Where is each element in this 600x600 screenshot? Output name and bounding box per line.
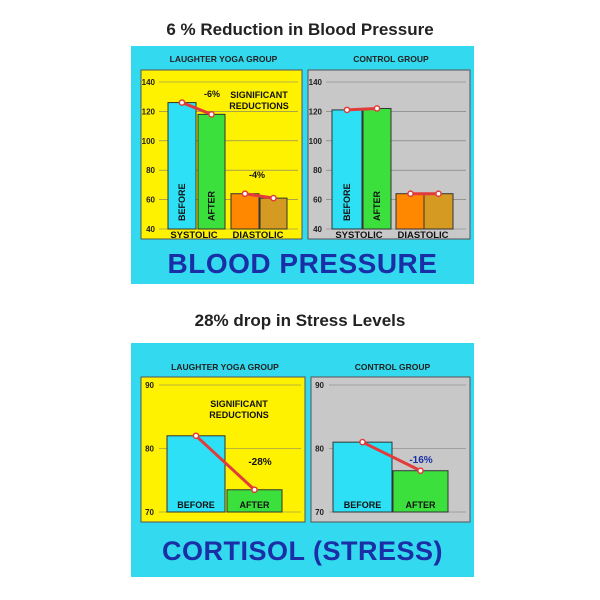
co-g0-change-marker — [192, 432, 200, 440]
bp-g1-group-label: CONTROL GROUP — [353, 54, 429, 64]
co-g1-group-label: CONTROL GROUP — [355, 362, 431, 372]
bp-g1-sys-change-marker — [373, 105, 381, 112]
bp-g1-y-tick: 80 — [313, 166, 322, 175]
bp-g0-note: REDUCTIONS — [229, 101, 289, 111]
bp-g1-bar — [395, 193, 426, 230]
blood-pressure-title: 6 % Reduction in Blood Pressure — [166, 20, 434, 39]
bp-g0-category-label: SYSTOLIC — [170, 230, 217, 241]
co-g0-group-label: LAUGHTER YOGA GROUP — [171, 362, 279, 372]
bp-g0-sys-change-marker — [208, 110, 215, 118]
bp-g1-category-label: DIASTOLIC — [397, 230, 448, 241]
co-g0-annotation: -28% — [248, 457, 271, 468]
stress-title: 28% drop in Stress Levels — [194, 311, 406, 330]
bp-g0-dia-change-marker — [241, 190, 249, 198]
co-g0-change-line — [194, 434, 256, 491]
bp-g0-bar — [230, 193, 260, 230]
bp-g0-y-tick: 140 — [142, 78, 156, 87]
bp-g0-dia-change-marker — [270, 194, 277, 202]
bp-g0-dia-change-line — [244, 192, 274, 200]
co-g0-note: REDUCTIONS — [209, 410, 269, 420]
co-g1-y-tick: 70 — [315, 508, 324, 517]
bp-g1-y-tick: 140 — [309, 78, 323, 87]
bp-g1-sys-change-line — [346, 106, 378, 112]
bp-g0-category-label: DIASTOLIC — [232, 230, 283, 241]
bp-g1-dia-change-marker — [407, 190, 414, 198]
co-g0-note: SIGNIFICANT — [210, 399, 268, 409]
blood-pressure-footer: BLOOD PRESSURE — [167, 248, 438, 279]
bp-g0-y-tick: 120 — [142, 107, 156, 116]
cortisol-chart: LAUGHTER YOGA GROUP 90 80 70 BEFORE AFTER SIGN… — [140, 362, 471, 523]
co-g0-y-tick: 70 — [145, 508, 154, 517]
bp-g0-sys-change-line — [181, 101, 213, 116]
bp-g0-annotation: -6% — [204, 89, 220, 99]
bp-g0-annotation: -4% — [249, 170, 265, 180]
co-g1-y-tick: 80 — [315, 445, 324, 454]
co-g1-change-marker — [417, 467, 424, 475]
bp-g0-y-tick: 80 — [146, 166, 155, 175]
bp-g0-bar — [167, 102, 197, 230]
blood-pressure-panel: LAUGHTER YOGA GROUP 140 120 100 80 60 40 BEFORE… — [131, 46, 474, 284]
co-g0-y-tick: 90 — [145, 381, 154, 390]
bp-g1-bar — [423, 193, 454, 230]
bp-g0-sys-change-marker — [178, 99, 186, 106]
bp-g1-dia-change-marker — [435, 190, 442, 198]
blood-pressure-chart: LAUGHTER YOGA GROUP 140 120 100 80 60 40 BEFORE… — [140, 54, 471, 241]
co-g1-bar-label: BEFORE — [344, 500, 382, 510]
co-g1-annotation: -16% — [409, 455, 432, 466]
bp-g1-bar-label: BEFORE — [342, 183, 352, 221]
bp-g1-bar-label: AFTER — [372, 191, 382, 221]
bp-g1-bar — [331, 109, 363, 230]
co-g0-bar-label: AFTER — [240, 500, 270, 510]
co-g1-change-line — [361, 440, 422, 473]
bp-g1-category-label: SYSTOLIC — [335, 230, 382, 241]
bp-g1-y-tick: 120 — [309, 107, 323, 116]
bp-g0-bar — [197, 113, 226, 230]
bp-g0-y-tick: 60 — [146, 196, 155, 205]
bp-g0-y-tick: 40 — [146, 225, 155, 234]
bp-g1-sys-change-marker — [343, 106, 351, 114]
bp-g1-y-tick: 60 — [313, 196, 322, 205]
bp-g1-y-tick: 100 — [309, 137, 323, 146]
bp-g1-y-tick: 40 — [313, 225, 322, 234]
bp-g1-bar — [362, 107, 392, 230]
bp-g0-note: SIGNIFICANT — [230, 90, 288, 100]
cortisol-panel: LAUGHTER YOGA GROUP 90 80 70 BEFORE AFTER SIGN… — [131, 343, 474, 577]
co-g0-y-tick: 80 — [145, 445, 154, 454]
bp-g0-bar-label: BEFORE — [177, 183, 187, 221]
co-g1-change-marker — [359, 438, 366, 446]
co-g1-bar — [392, 470, 449, 513]
co-g0-bar — [166, 435, 226, 513]
co-g1-bar-label: AFTER — [406, 500, 436, 510]
co-g1-y-tick: 90 — [315, 381, 324, 390]
bp-g0-group-label: LAUGHTER YOGA GROUP — [170, 54, 278, 64]
co-g1-bar — [332, 441, 393, 513]
co-g0-bar-label: BEFORE — [177, 500, 215, 510]
cortisol-footer: CORTISOL (STRESS) — [161, 536, 444, 566]
bp-g0-bar — [259, 197, 288, 230]
bp-g0-bar-label: AFTER — [207, 191, 217, 221]
bp-g0-y-tick: 100 — [142, 137, 156, 146]
co-g0-change-marker — [251, 486, 258, 494]
